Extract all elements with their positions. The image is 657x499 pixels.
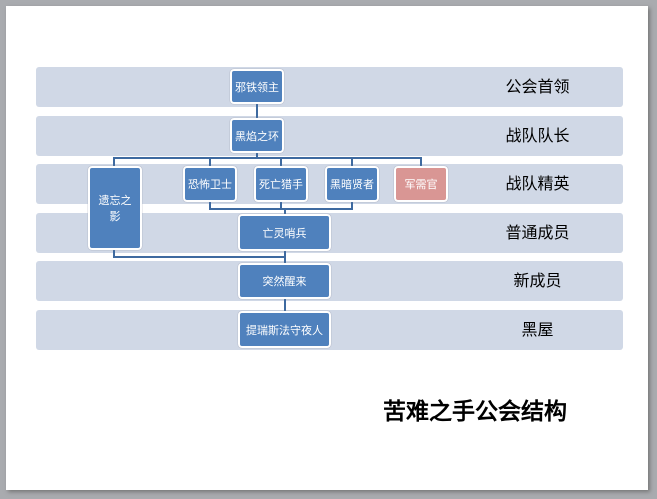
node-awakened[interactable]: 突然醒来 bbox=[238, 263, 331, 299]
node-forgotten-shadow[interactable]: 遗忘之影 bbox=[88, 166, 142, 250]
tier-band: 战队队长 bbox=[36, 116, 623, 156]
connector bbox=[351, 200, 353, 210]
connector bbox=[113, 157, 115, 168]
connector bbox=[256, 152, 258, 159]
connector bbox=[284, 249, 286, 265]
connector bbox=[113, 248, 115, 257]
connector bbox=[209, 200, 211, 210]
node-undead-sentinel[interactable]: 亡灵哨兵 bbox=[238, 214, 331, 251]
connector bbox=[420, 157, 422, 168]
tier-label: 战队队长 bbox=[505, 126, 570, 145]
connector bbox=[113, 157, 422, 159]
connector bbox=[351, 157, 353, 168]
node-dark-sage[interactable]: 黑暗贤者 bbox=[325, 166, 379, 202]
node-death-hunter[interactable]: 死亡猎手 bbox=[254, 166, 308, 202]
connector bbox=[284, 297, 286, 313]
node-terror-guard[interactable]: 恐怖卫士 bbox=[183, 166, 237, 202]
connector bbox=[280, 200, 282, 210]
diagram-title: 苦难之手公会结构 bbox=[383, 399, 567, 425]
tier-label: 黑屋 bbox=[521, 320, 554, 339]
connector bbox=[209, 208, 353, 210]
tier-label: 普通成员 bbox=[505, 223, 570, 242]
connector bbox=[209, 157, 211, 168]
tier-label: 新成员 bbox=[513, 271, 562, 290]
connector bbox=[113, 256, 286, 258]
connector bbox=[284, 208, 286, 216]
node-leader[interactable]: 邪铁领主 bbox=[230, 69, 284, 104]
connector bbox=[256, 103, 258, 119]
tier-band: 公会首领 bbox=[36, 67, 623, 107]
node-captain[interactable]: 黑焰之环 bbox=[230, 118, 284, 153]
node-tirisfal-watcher[interactable]: 提瑞斯法守夜人 bbox=[238, 311, 331, 348]
tier-label: 公会首领 bbox=[505, 77, 570, 96]
node-quartermaster[interactable]: 军需官 bbox=[394, 166, 448, 202]
connector bbox=[280, 157, 282, 168]
tier-label: 战队精英 bbox=[505, 174, 570, 193]
